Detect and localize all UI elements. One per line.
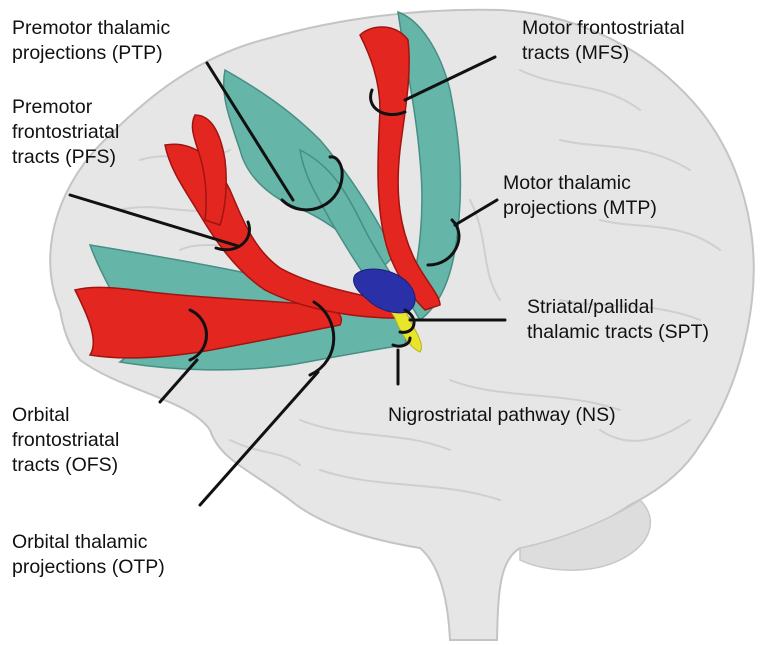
label-line: Premotor [12, 95, 119, 120]
label-orbital-frontostriatal-tracts: Orbital frontostriatal tracts (OFS) [12, 403, 119, 478]
label-line: tracts (OFS) [12, 453, 119, 478]
label-line: projections (MTP) [503, 196, 657, 221]
label-line: Orbital [12, 403, 119, 428]
label-line: frontostriatal [12, 428, 119, 453]
label-line: Orbital thalamic [12, 530, 165, 555]
label-line: Motor frontostriatal [522, 16, 685, 41]
label-nigrostriatal-pathway: Nigrostriatal pathway (NS) [388, 403, 616, 428]
label-line: thalamic tracts (SPT) [527, 320, 709, 345]
label-line: projections (OTP) [12, 555, 165, 580]
label-line: tracts (PFS) [12, 145, 119, 170]
label-line: Striatal/pallidal [527, 295, 709, 320]
label-motor-thalamic-projections: Motor thalamic projections (MTP) [503, 171, 657, 221]
label-line: projections (PTP) [12, 41, 170, 66]
label-premotor-thalamic-projections: Premotor thalamic projections (PTP) [12, 16, 170, 66]
label-premotor-frontostriatal-tracts: Premotor frontostriatal tracts (PFS) [12, 95, 119, 170]
label-motor-frontostriatal-tracts: Motor frontostriatal tracts (MFS) [522, 16, 685, 66]
label-line: frontostriatal [12, 120, 119, 145]
label-line: Premotor thalamic [12, 16, 170, 41]
label-line: tracts (MFS) [522, 41, 685, 66]
label-line: Nigrostriatal pathway (NS) [388, 403, 616, 428]
label-orbital-thalamic-projections: Orbital thalamic projections (OTP) [12, 530, 165, 580]
label-line: Motor thalamic [503, 171, 657, 196]
label-striatal-pallidal-thalamic-tracts: Striatal/pallidal thalamic tracts (SPT) [527, 295, 709, 345]
